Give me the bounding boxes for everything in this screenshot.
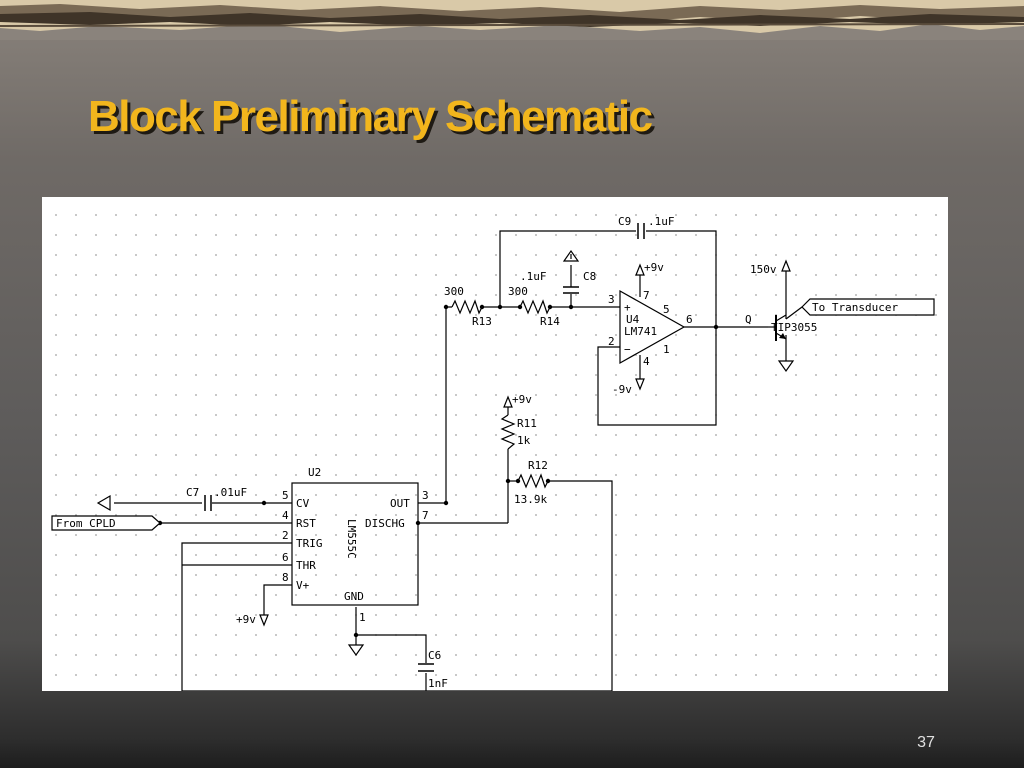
ground-symbol	[347, 249, 795, 657]
resistor-r12: R12 13.9k	[514, 459, 549, 506]
opamp-ref: U4	[626, 313, 640, 326]
timer-pin-cv-label: CV	[296, 497, 310, 510]
timer-pin-out-label: OUT	[390, 497, 410, 510]
timer-pin-gnd-label: GND	[344, 590, 364, 603]
slide-number: 37	[917, 734, 935, 751]
timer-pin-vplus-label: V+	[296, 579, 310, 592]
opamp-minus-sign: −	[624, 343, 631, 356]
schematic-diagram: U2 LM555C 5 CV 4 RST 2 TRIG 6 THR 8 V+ G…	[51, 215, 935, 691]
transistor-part: TIP3055	[771, 321, 817, 334]
opamp-u4: + − U4 LM741 3 2 6 7 4 1 5	[608, 289, 693, 368]
c6-ref: C6	[428, 649, 441, 662]
resistor-r14: 300 R14	[508, 285, 560, 328]
c8-ref: C8	[583, 270, 596, 283]
timer-pin6-num: 6	[282, 551, 289, 564]
r13-value: 300	[444, 285, 464, 298]
c9-ref: C9	[618, 215, 631, 228]
timer-pin1-num: 1	[359, 611, 366, 624]
opamp-supply-plus9: +9v	[644, 261, 664, 274]
timer-pin5-num: 5	[282, 489, 289, 502]
capacitor-c9: C9 .1uF	[618, 215, 675, 239]
r11-value: 1k	[517, 434, 531, 447]
opamp-pin5-num: 5	[663, 303, 670, 316]
r11-ref: R11	[517, 417, 537, 430]
c7-ref: C7	[186, 486, 199, 499]
resistor-r13: 300 R13	[444, 285, 492, 328]
timer-part: LM555C	[345, 519, 358, 559]
timer-pin-dischg-label: DISCHG	[365, 517, 405, 530]
capacitor-c8: .1uF C8	[520, 270, 596, 294]
transistor-ref: Q	[745, 313, 752, 326]
r12-ref: R12	[528, 459, 548, 472]
timer-pin2-num: 2	[282, 529, 289, 542]
port-from-cpld: From CPLD	[51, 515, 161, 531]
c6-value: 1nF	[428, 677, 448, 690]
r11-supply-plus9: +9v	[512, 393, 532, 406]
supply-arrows	[259, 259, 791, 627]
r14-value: 300	[508, 285, 528, 298]
slide-title: Block Preliminary Schematic	[88, 92, 653, 141]
decorative-banner	[0, 0, 1024, 40]
capacitor-c6: C6 1nF	[418, 649, 448, 690]
opamp-plus-sign: +	[624, 301, 631, 314]
timer-pin-rst-label: RST	[296, 517, 316, 530]
r12-value: 13.9k	[514, 493, 547, 506]
port-to-transducer: To Transducer	[801, 298, 935, 316]
cv-offpage-arrow	[96, 494, 111, 512]
timer-pin8-num: 8	[282, 571, 289, 584]
r14-ref: R14	[540, 315, 560, 328]
capacitor-c7: C7 .01uF	[186, 486, 247, 511]
opamp-pin7-num: 7	[643, 289, 650, 302]
opamp-part: LM741	[624, 325, 657, 338]
timer-pin3-num: 3	[422, 489, 429, 502]
opamp-pin4-num: 4	[643, 355, 650, 368]
opamp-pin6-num: 6	[686, 313, 693, 326]
c8-value: .1uF	[520, 270, 547, 283]
timer-pin4-num: 4	[282, 509, 289, 522]
timer-pin-trig-label: TRIG	[296, 537, 323, 550]
collector-supply-label: 150v	[750, 263, 777, 276]
timer-pin7-num: 7	[422, 509, 429, 522]
port-to-transducer-label: To Transducer	[812, 301, 898, 314]
transistor-q: Q TIP3055 150v	[745, 263, 817, 341]
timer-pin-thr-label: THR	[296, 559, 316, 572]
timer-ref: U2	[308, 466, 321, 479]
timer-supply-plus9: +9v	[236, 613, 256, 626]
schematic-panel: U2 LM555C 5 CV 4 RST 2 TRIG 6 THR 8 V+ G…	[42, 197, 948, 691]
opamp-pin2-num: 2	[608, 335, 615, 348]
c7-value: .01uF	[214, 486, 247, 499]
wires	[114, 230, 803, 691]
opamp-supply-minus9: -9v	[612, 383, 632, 396]
opamp-pin3-num: 3	[608, 293, 615, 306]
timer-u2: U2 LM555C 5 CV 4 RST 2 TRIG 6 THR 8 V+ G…	[282, 466, 429, 624]
opamp-pin1-num: 1	[663, 343, 670, 356]
c9-value: .1uF	[648, 215, 675, 228]
r13-ref: R13	[472, 315, 492, 328]
port-from-cpld-label: From CPLD	[56, 517, 116, 530]
resistor-r11: R11 1k	[500, 414, 537, 450]
